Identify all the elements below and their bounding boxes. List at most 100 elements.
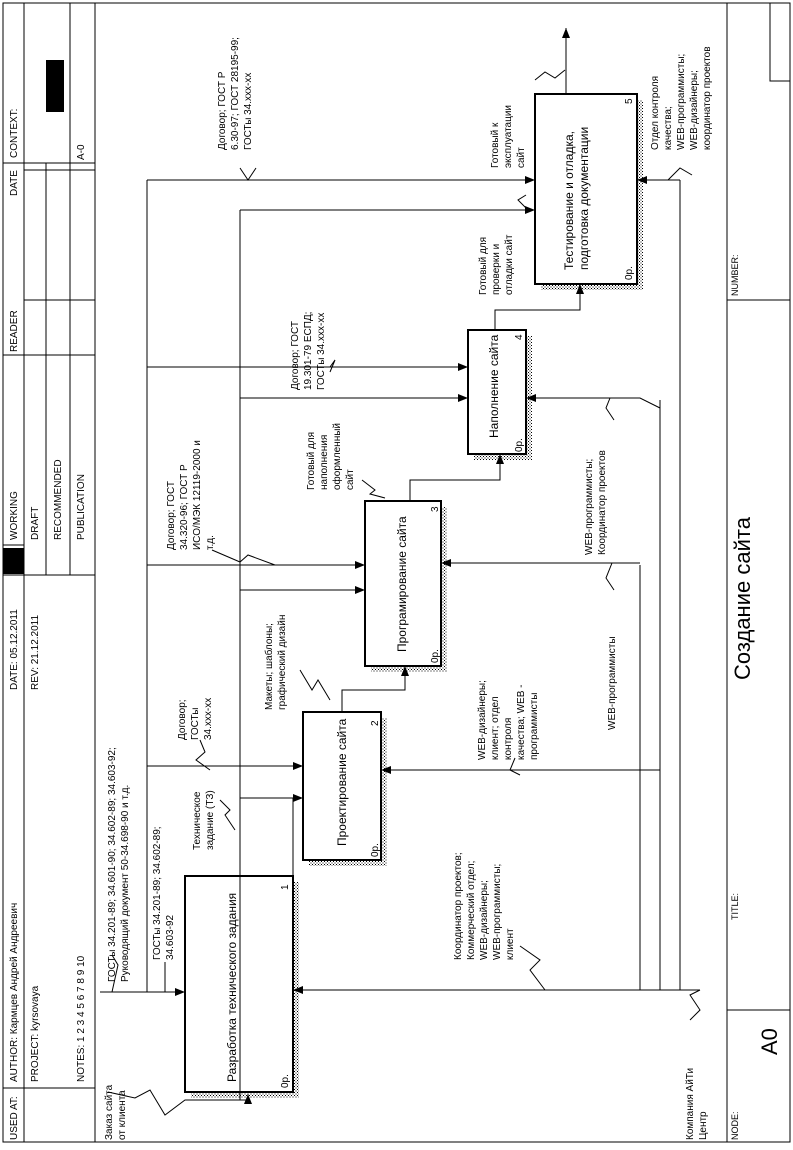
activity-cost-4: 0р. — [514, 438, 525, 452]
status-publication: PUBLICATION — [76, 474, 87, 540]
rev-field: REV: 21.12.2011 — [30, 615, 41, 690]
activity-number-4: 4 — [514, 334, 525, 340]
activity-cost-2: 0р. — [370, 843, 381, 857]
label-company-2: Центр — [698, 1111, 709, 1140]
label-mech-3-line-1: WEB-программисты; — [584, 459, 595, 555]
label-mech-5-line-1: Отдел контроля — [650, 76, 661, 150]
label-mech-5-line-3: WEB-программисты; — [676, 54, 687, 150]
label-ready-debug-3: отладки сайт — [504, 234, 515, 295]
label-gosts-1-line-1: ГОСТы 34.201-89; 34.602-89; — [152, 826, 163, 960]
label-mech-2-line-4: качества; WEB - — [516, 685, 527, 761]
label-mech-5-line-4: WEB-дизайнеры; — [689, 70, 700, 150]
label-ready-exploit-3: сайт — [516, 147, 527, 168]
node-label: NODE: — [730, 1111, 740, 1140]
label-web-programmers: WEB-программисты — [607, 636, 618, 730]
arrow-out2-in3 — [341, 666, 406, 712]
activity-label-3: Програмирование сайта — [395, 516, 409, 652]
project-field: PROJECT: kyrsovaya — [30, 985, 41, 1082]
label-ready-debug-1: Готовый для — [478, 237, 489, 295]
activity-label-5-line-1: Тестирование и отладка, — [562, 131, 576, 270]
activity-label-2: Проектирование сайта — [335, 718, 349, 846]
label-layouts-2: графический дизайн — [276, 615, 288, 710]
label-ready-exploit-1: Готовый к — [490, 122, 501, 168]
label-ready-exploit-2: эксплуатации — [503, 105, 514, 168]
activity-number-1: 1 — [280, 884, 291, 890]
label-gosts-1-line-2: 34.603-92 — [165, 915, 176, 960]
node-value: A0 — [757, 1028, 782, 1055]
activity-box-1: Разработка технического задания 1 0р. — [184, 875, 299, 1098]
label-mech-5-line-2: качества; — [663, 106, 674, 150]
label-contract-4-line-3: ГОСТы 34.xxx-xx — [316, 313, 327, 390]
label-ready-fill-1: Готовый для — [306, 432, 317, 490]
date-field: DATE: 05.12.2011 — [9, 609, 20, 690]
label-ready-fill-3: оформленный — [331, 423, 343, 490]
context-marker — [46, 60, 64, 112]
label-mech-2-line-1: WEB-дизайнеры; — [477, 680, 488, 760]
activity-cost-5: 0р. — [624, 266, 635, 280]
number-label: NUMBER: — [730, 254, 740, 296]
activity-label-5-line-2: подготовка документации — [577, 127, 591, 270]
node-reference: A-0 — [76, 144, 87, 160]
label-mech-1-line-3: WEB-дизайнеры; — [479, 880, 490, 960]
activity-box-2: Проектирование сайта 2 0р. — [302, 711, 387, 866]
label-contract-3-line-3: ИСО/МЭК 12119-2000 и — [192, 440, 203, 550]
label-gosts-main-1: ГОСТы 34.201-89; 34.601-90; 34.602-89; 3… — [107, 747, 118, 982]
label-contract-3-line-1: Договор; ГОСТ — [166, 481, 177, 550]
activity-box-4: Наполнение сайта 4 0р. — [467, 329, 532, 460]
diagram-title: Создание сайта — [730, 516, 755, 680]
activity-cost-1: 0р. — [280, 1074, 291, 1088]
activity-label-1: Разработка технического задания — [225, 893, 239, 1082]
header-texts: USED AT: AUTHOR: Кармцев Андрей Андрееви… — [9, 109, 87, 1140]
label-mech-1-line-1: Координатор проектов; — [453, 852, 464, 960]
label-contract-2-line-2: ГОСТы — [190, 708, 201, 740]
footer-strip: NODE: A0 TITLE: Создание сайта NUMBER: — [726, 2, 791, 1142]
status-working: WORKING — [9, 491, 20, 540]
activity-number-5: 5 — [624, 98, 635, 104]
activity-number-3: 3 — [430, 506, 441, 512]
label-layouts-1: Макеты; шаблоны; — [263, 623, 275, 710]
used-at-label: USED AT: — [9, 1096, 20, 1140]
label-ready-fill-2: наполнения — [319, 435, 330, 490]
activity-box-5: Тестирование и отладка, подготовка докум… — [534, 93, 643, 290]
arrow-mech-to-4 — [532, 397, 661, 409]
label-contract-2-line-3: 34.xxx-xx — [203, 698, 214, 740]
activity-number-2: 2 — [370, 720, 381, 726]
arrowheads — [175, 28, 647, 1104]
label-tz-1: Техническое — [192, 791, 203, 850]
label-mech-1-line-5: клиент — [505, 928, 516, 960]
status-draft: DRAFT — [30, 507, 41, 540]
label-ready-debug-2: проверки и — [491, 244, 502, 295]
context-label: CONTEXT: — [9, 109, 20, 158]
activity-cost-3: 0р. — [430, 649, 441, 663]
label-mech-1-line-4: WEB-программисты; — [492, 864, 503, 960]
label-mech-2-line-3: контроля — [503, 718, 514, 760]
title-label: TITLE: — [730, 893, 740, 920]
notes-field: NOTES: 1 2 3 4 5 6 7 8 9 10 — [76, 955, 87, 1082]
label-mech-5-line-5: координатор проектов — [702, 46, 713, 150]
label-ready-fill-4: сайт — [345, 469, 356, 490]
label-contract-3-line-2: 34.320-96; ГОСТ Р — [179, 464, 190, 550]
status-recommended: RECOMMENDED — [53, 459, 64, 540]
label-contract-2-line-1: Договор; — [177, 699, 188, 740]
label-mech-2-line-5: программисты — [529, 693, 540, 760]
activity-label-4: Наполнение сайта — [487, 334, 501, 438]
label-mech-3-line-2: Координатор проектов — [597, 450, 608, 555]
label-gosts-main-2: Руководящий документ 50-34.698-90 и т.д. — [120, 785, 131, 982]
label-company-1: Компания АйТи — [685, 1068, 696, 1140]
author-field: AUTHOR: Кармцев Андрей Андреевич — [9, 903, 20, 1082]
arrow-out4-in5 — [494, 284, 581, 330]
arrow-out3-in4 — [409, 454, 501, 501]
reader-label: READER — [9, 310, 20, 352]
label-order-2: от клиента — [117, 1090, 128, 1140]
date-column-label: DATE — [9, 170, 20, 196]
activity-box-3: Програмирование сайта 3 0р. — [364, 500, 447, 672]
label-contract-4-line-2: 19.301-79 ЕСПД; — [303, 312, 314, 390]
label-contract-3-line-4: т.д. — [205, 535, 216, 550]
label-contract-5-line-1: Договор; ГОСТ Р — [217, 71, 228, 150]
arrows — [100, 28, 701, 1116]
header-strip — [3, 3, 96, 1142]
label-order-1: Заказ сайта — [104, 1084, 115, 1140]
working-status-marker — [3, 548, 24, 574]
